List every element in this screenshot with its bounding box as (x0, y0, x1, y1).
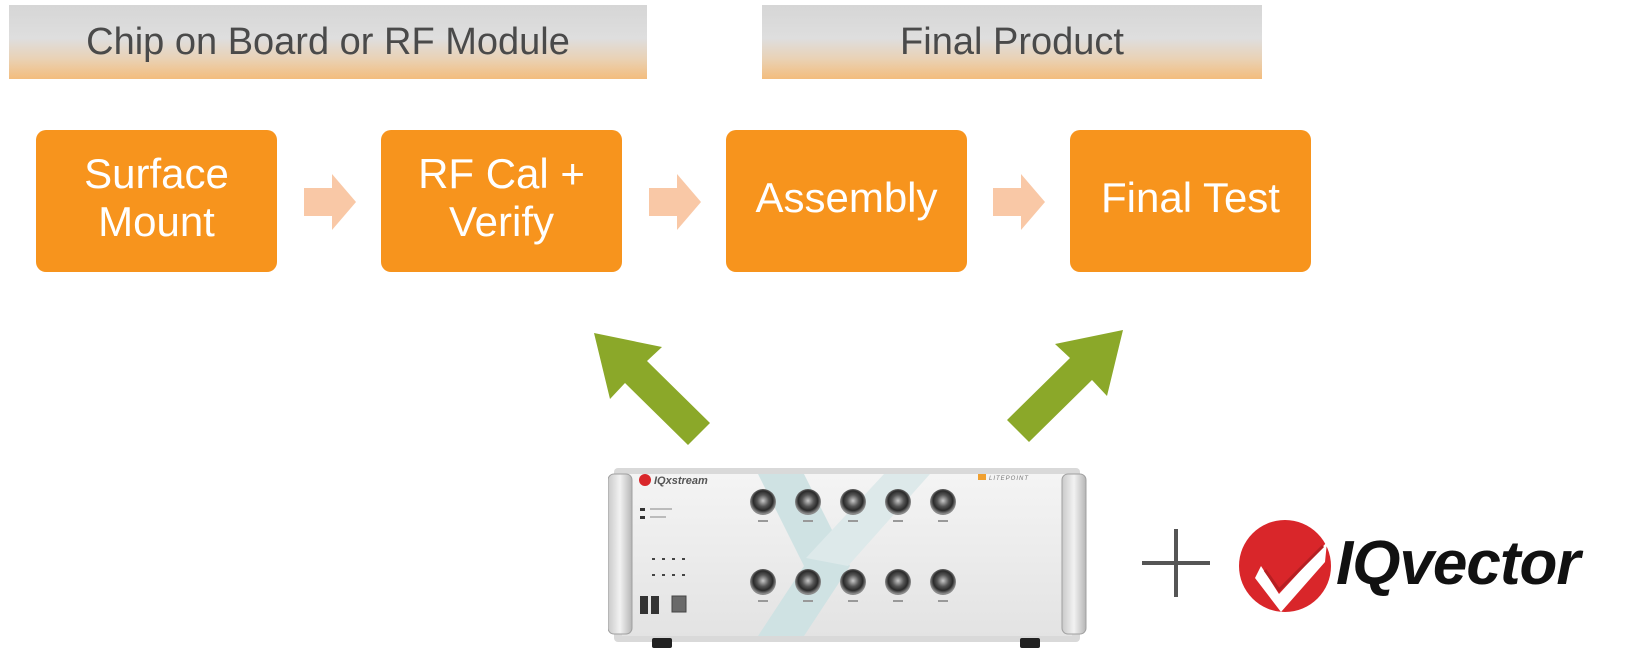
phase-header-final-product: Final Product (762, 5, 1262, 79)
phase-header-chip-on-board: Chip on Board or RF Module (9, 5, 647, 79)
step-label: Final Test (1101, 174, 1280, 221)
up-arrow-icon (594, 333, 710, 445)
iqvector-logo: IQvector (1336, 528, 1581, 598)
right-arrow-icon (649, 174, 701, 230)
plus-icon (1142, 529, 1210, 597)
up-arrow-icon (1007, 330, 1123, 442)
instrument-brand: IQxstream (654, 475, 708, 487)
instrument-manufacturer: LITEPOINT (989, 476, 1029, 482)
step-label: Assembly (755, 174, 938, 221)
step-label: Surface Mount (84, 150, 229, 245)
right-arrow-icon (993, 174, 1045, 230)
step-surface-mount: Surface Mount (36, 130, 277, 272)
right-arrow-icon (304, 174, 356, 230)
step-label: RF Cal + Verify (418, 150, 585, 245)
step-final-test: Final Test (1070, 130, 1311, 272)
checkmark-logo-icon (1239, 520, 1331, 612)
phase-label: Final Product (900, 20, 1124, 63)
step-rf-cal-verify: RF Cal + Verify (381, 130, 622, 272)
step-assembly: Assembly (726, 130, 967, 272)
iqxstream-instrument: IQxstream LITEPOINT (608, 468, 1087, 648)
phase-label: Chip on Board or RF Module (86, 20, 570, 63)
